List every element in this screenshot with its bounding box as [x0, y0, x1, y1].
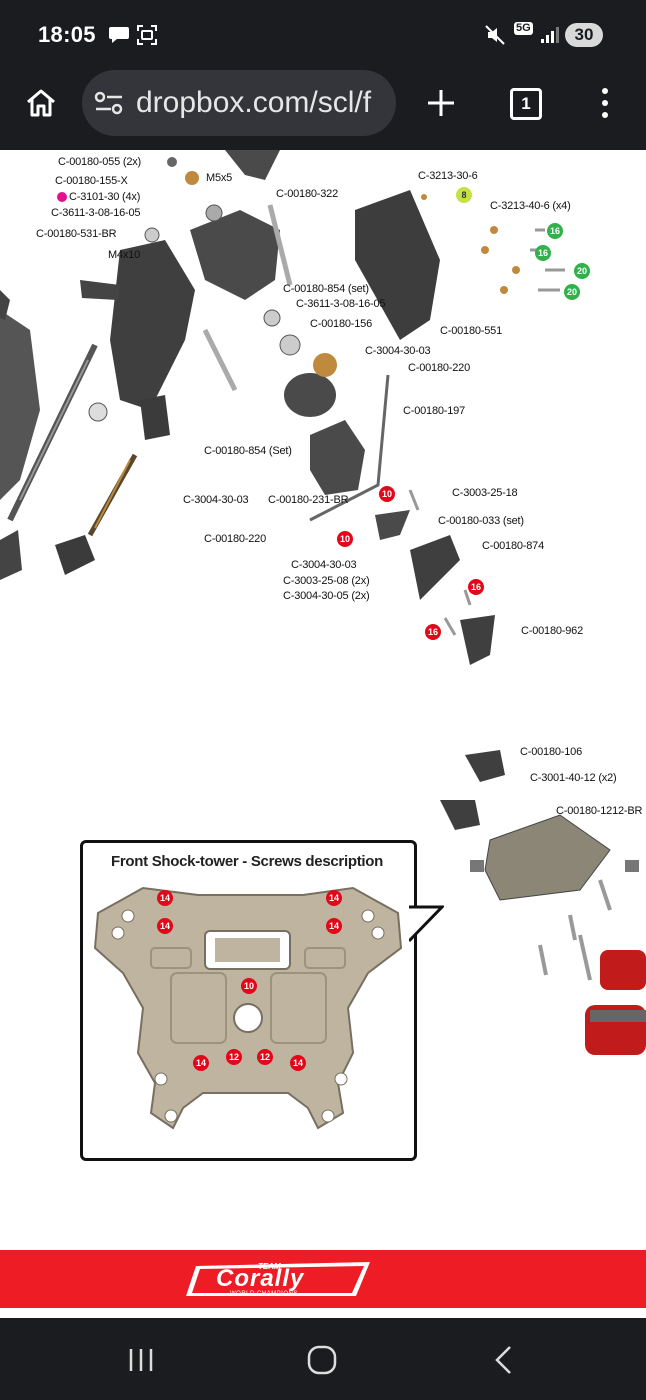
url-text[interactable]: dropbox.com/scl/f — [136, 86, 372, 119]
part-label: C-3213-30-6 — [418, 170, 478, 182]
part-label: M5x5 — [206, 172, 233, 184]
screw-size-badge: 20 — [564, 284, 580, 300]
screw-size-badge: 14 — [290, 1055, 306, 1071]
screw-size-badge: 8 — [456, 187, 472, 203]
part-label: C-00180-155-X — [55, 175, 128, 187]
shock-tower-plate — [93, 886, 403, 1130]
part-label: C-3611-3-08-16-05 — [296, 298, 386, 310]
battery-level: 30 — [565, 23, 603, 47]
screw-size-badge: 14 — [157, 918, 173, 934]
exploded-parts-drawing — [0, 150, 646, 1055]
screw-size-badge: 16 — [468, 579, 484, 595]
home-icon[interactable] — [24, 86, 58, 120]
shock-tower-inset: Front Shock-tower - Screws description 1… — [80, 840, 417, 1161]
tab-count: 1 — [521, 94, 531, 113]
part-label: C-3003-25-18 — [452, 487, 518, 499]
screw-size-badge: 10 — [337, 531, 353, 547]
screw-size-badge: 16 — [425, 624, 441, 640]
part-label: C-3001-40-12 (x2) — [530, 772, 617, 784]
page-strip — [0, 1308, 646, 1318]
part-label: C-3003-25-08 (2x) — [283, 575, 370, 587]
network-type: 5G — [514, 22, 533, 35]
part-label: C-00180-156 — [310, 318, 373, 330]
screenshot-icon — [137, 25, 157, 45]
part-label: C-00180-551 — [440, 325, 503, 337]
part-label: C-00180-055 (2x) — [58, 156, 142, 168]
part-label: C-00180-531-BR — [36, 228, 117, 240]
part-label: C-00180-874 — [482, 540, 545, 552]
color-marker — [57, 192, 67, 202]
logo-team: TEAM — [258, 1262, 281, 1271]
part-label: C-00180-220 — [204, 533, 267, 545]
brand-logo: TEAM Corally WORLD CHAMPIONS — [186, 1258, 370, 1300]
battery-text: 30 — [574, 25, 594, 44]
part-label: C-3213-40-6 (x4) — [490, 200, 571, 212]
part-label: C-00180-1212-BR — [556, 805, 643, 817]
part-label: C-3004-30-03 — [183, 494, 249, 506]
screw-size-badge: 14 — [326, 890, 342, 906]
screw-size-badge: 14 — [326, 918, 342, 934]
recent-apps-icon[interactable] — [127, 1346, 155, 1374]
inset-title: Front Shock-tower - Screws description — [111, 853, 383, 870]
part-label: C-3101-30 (4x) — [69, 191, 141, 203]
screw-size-badge: 10 — [241, 978, 257, 994]
screw-size-badge: 10 — [379, 486, 395, 502]
part-label: C-00180-854 (Set) — [204, 445, 292, 457]
part-label: C-00180-106 — [520, 746, 583, 758]
screw-size-badge: 14 — [157, 890, 173, 906]
chat-icon — [109, 27, 129, 43]
document-viewer[interactable]: C-00180-055 (2x) C-00180-155-X M5x5 C-31… — [0, 150, 646, 1250]
part-label: C-00180-854 (set) — [283, 283, 369, 295]
logo-sub: WORLD CHAMPIONS — [230, 1291, 298, 1297]
part-label: C-00180-220 — [408, 362, 471, 374]
screw-size-badge: 12 — [226, 1049, 242, 1065]
brand-footer: TEAM Corally WORLD CHAMPIONS — [0, 1250, 646, 1308]
mute-icon — [485, 25, 505, 45]
part-label: M4x10 — [108, 249, 141, 261]
system-nav-bar — [0, 1318, 646, 1400]
signal-icon — [541, 27, 559, 43]
screw-size-badge: 20 — [574, 263, 590, 279]
part-label: C-3004-30-03 — [365, 345, 431, 357]
part-label: C-3004-30-05 (2x) — [283, 590, 370, 602]
part-label: C-00180-197 — [403, 405, 466, 417]
screw-size-badge: 16 — [547, 223, 563, 239]
part-label: C-3611-3-08-16-05 — [51, 207, 141, 219]
address-bar[interactable]: dropbox.com/scl/f — [82, 70, 396, 136]
site-settings-icon[interactable] — [94, 90, 124, 116]
menu-icon[interactable] — [596, 86, 614, 120]
status-bar: 18:05 5G 30 — [0, 0, 646, 70]
part-label: C-3004-30-03 — [291, 559, 357, 571]
part-label: C-00180-962 — [521, 625, 584, 637]
home-nav-icon[interactable] — [306, 1344, 338, 1376]
add-tab-icon[interactable] — [424, 86, 458, 120]
back-icon[interactable] — [492, 1344, 514, 1376]
part-label: C-00180-033 (set) — [438, 515, 524, 527]
logo-main: Corally — [216, 1265, 305, 1292]
screw-size-badge: 14 — [193, 1055, 209, 1071]
part-label: C-00180-322 — [276, 188, 339, 200]
screw-size-badge: 12 — [257, 1049, 273, 1065]
part-label: C-00180-231-BR — [268, 494, 349, 506]
callout-pointer — [409, 905, 444, 943]
status-time: 18:05 — [38, 22, 96, 47]
screw-size-badge: 16 — [535, 245, 551, 261]
tab-switcher-button[interactable]: 1 — [510, 88, 542, 120]
